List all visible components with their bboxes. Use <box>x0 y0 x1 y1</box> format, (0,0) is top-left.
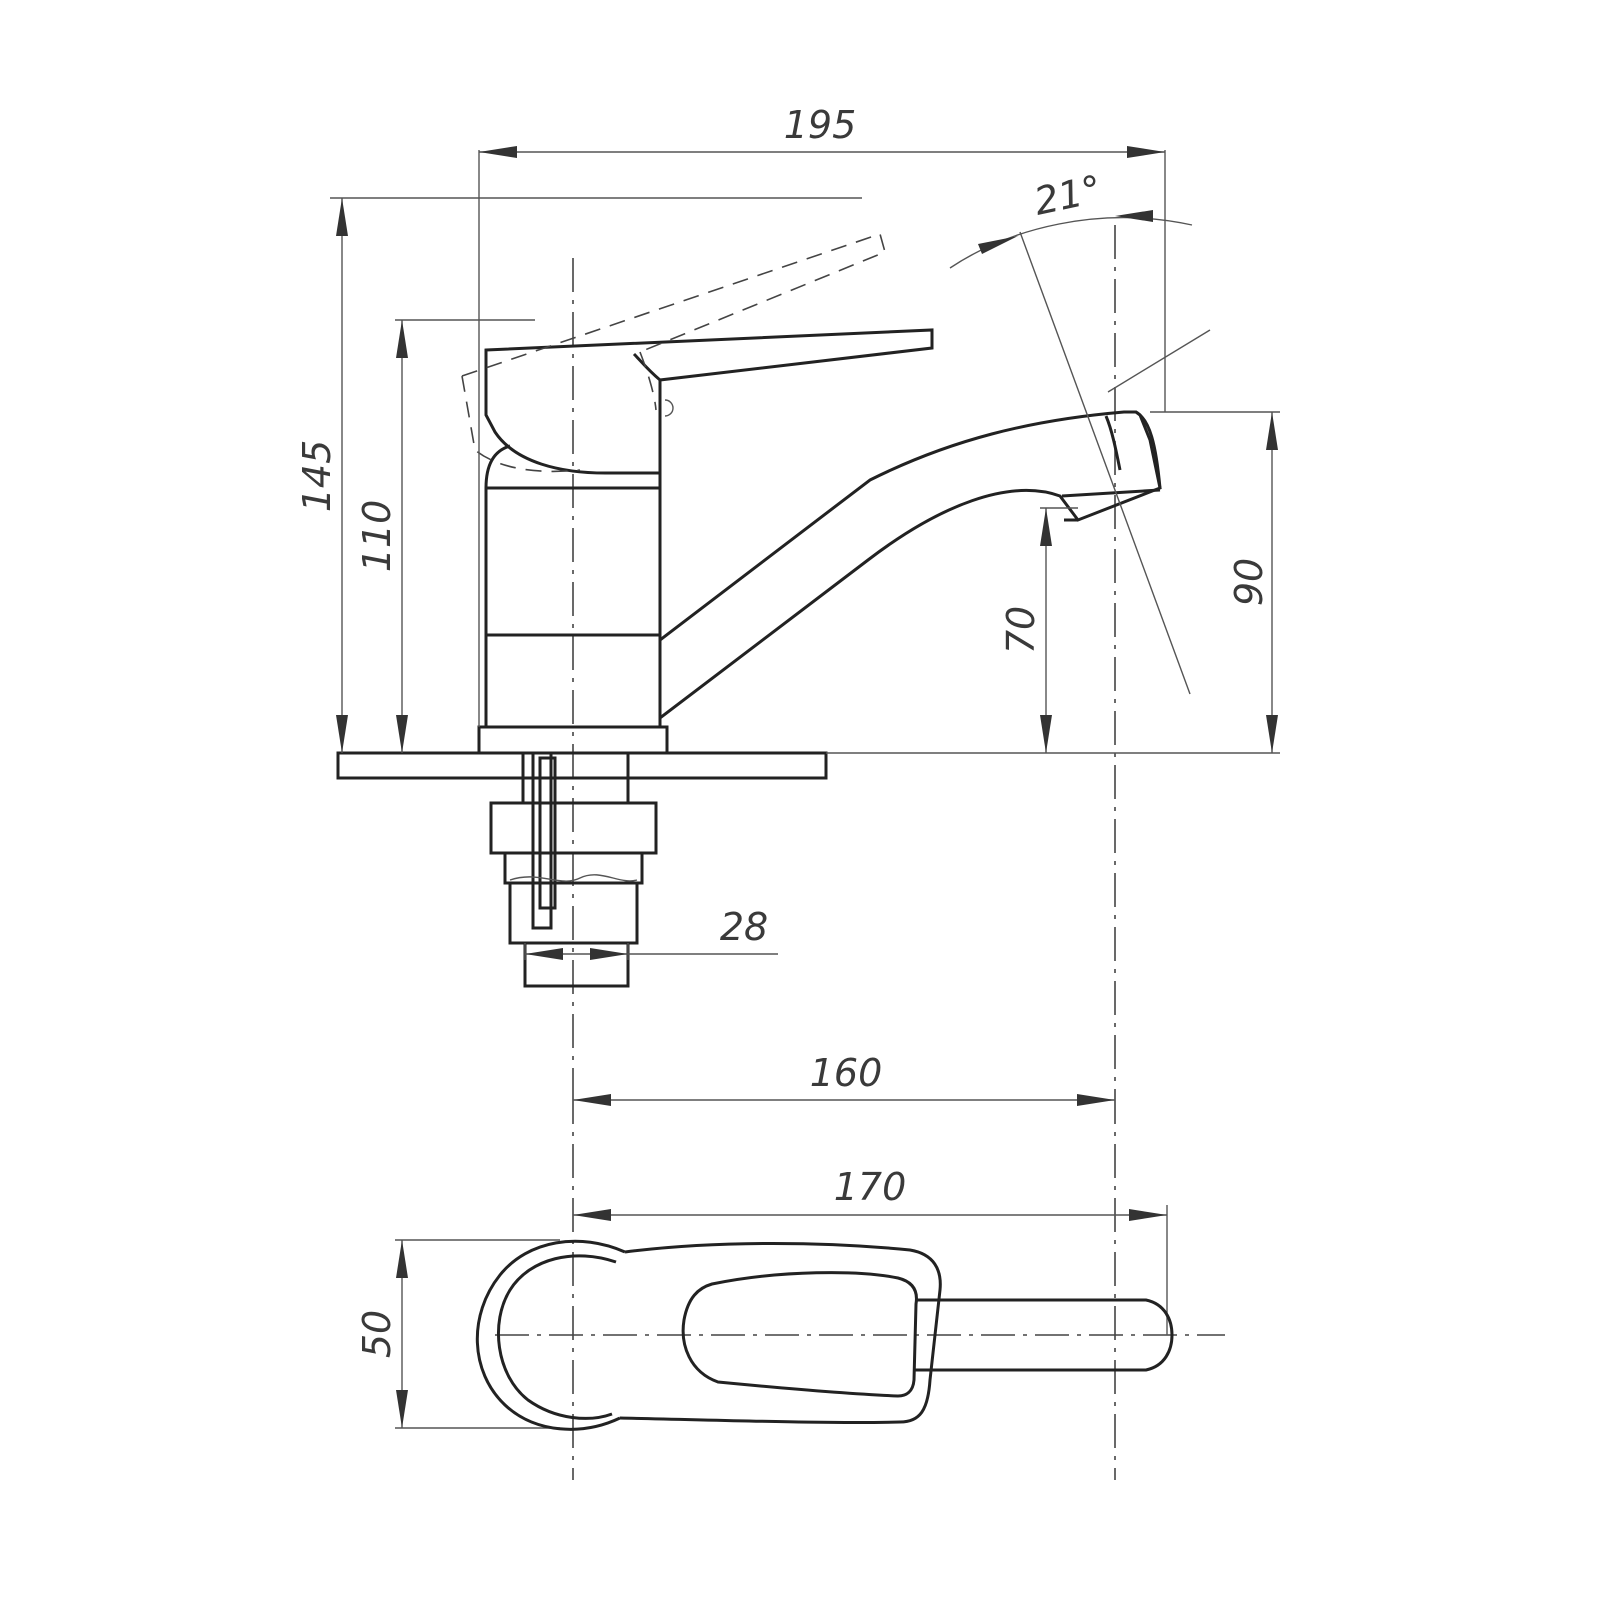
dim-spout-axis-distance-label: 160 <box>810 1051 883 1095</box>
dim-spout-axis-distance: 160 <box>573 1051 1115 1106</box>
dim-total-height: 145 <box>295 197 862 753</box>
dim-outlet-height-label: 70 <box>999 606 1043 654</box>
dim-handle-angle: 21° <box>949 167 1211 695</box>
base-plate <box>336 751 828 780</box>
top-body-outline <box>475 1239 626 1431</box>
dim-spout-height-label: 90 <box>1227 558 1271 606</box>
dim-body-width: 50 <box>355 1239 560 1429</box>
dim-body-width-label: 50 <box>355 1310 399 1358</box>
top-spout-outline <box>914 1298 1174 1372</box>
side-view: 195 21° 145 110 <box>295 103 1280 1090</box>
spout <box>658 410 1162 722</box>
dim-outlet-height: 70 <box>999 507 1078 753</box>
dim-total-height-label: 145 <box>295 440 339 513</box>
dim-overall-length: 195 <box>478 103 1166 727</box>
mounting-fixture <box>489 751 658 988</box>
top-lever-outline <box>619 1242 942 1425</box>
dim-thread-diameter: 28 <box>524 905 778 960</box>
dim-body-height-label: 110 <box>355 500 399 573</box>
dim-overall-length-label: 195 <box>784 103 857 147</box>
dim-body-height: 110 <box>355 319 535 753</box>
dim-handle-angle-label: 21° <box>1030 167 1105 224</box>
dim-spout-height: 90 <box>826 411 1280 754</box>
lever-handle <box>484 328 934 475</box>
dim-spout-reach-label: 170 <box>834 1165 907 1209</box>
top-lever-inset <box>681 1271 918 1398</box>
dim-thread-diameter-label: 28 <box>720 905 768 949</box>
dim-spout-reach: 170 <box>573 1165 1168 1335</box>
mixer-body <box>477 399 674 755</box>
lever-raised-position <box>461 232 886 473</box>
top-view: 160 170 50 <box>355 1051 1225 1480</box>
